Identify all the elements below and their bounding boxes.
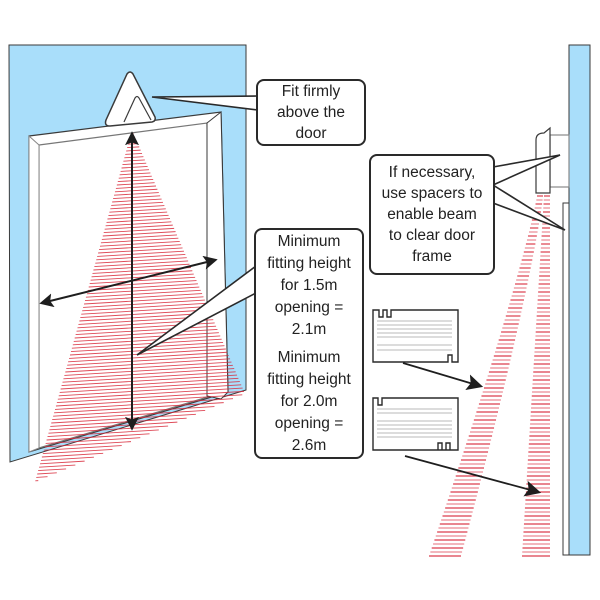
callout-fitting-height: Minimum fitting height for 1.5m opening …: [254, 228, 364, 459]
beam-line: [38, 468, 67, 472]
beam-line: [36, 476, 48, 478]
callout-text: Fit firmly: [281, 83, 341, 100]
callout-text: 2.6m: [291, 436, 327, 454]
beam-line: [69, 348, 226, 359]
door-frame-inner: [38, 122, 212, 449]
beam-line: [74, 328, 218, 339]
beam-line: [56, 390, 245, 404]
beam-line: [79, 312, 211, 322]
beam-line: [49, 421, 178, 431]
beam-line: [99, 244, 182, 251]
callout-text: door: [295, 125, 327, 142]
right-wall: [568, 44, 591, 556]
plate-outline: [372, 397, 459, 451]
callout-text: for 1.5m: [280, 276, 338, 294]
beam-line: [39, 464, 76, 468]
callout-text: frame: [412, 248, 452, 265]
beam-line: [42, 448, 113, 455]
callout-text: Minimum: [277, 348, 341, 366]
beam-line: [48, 425, 169, 434]
arrow-to-beam-1: [402, 362, 484, 391]
callout-text: to clear door: [388, 227, 476, 244]
beam-line: [73, 332, 219, 342]
beam-line: [66, 358, 231, 370]
beam-line: [54, 398, 234, 410]
callout-text: fitting height: [267, 254, 351, 272]
callout-text: If necessary,: [388, 164, 476, 181]
beam-line: [46, 433, 150, 441]
plate-outline: [372, 309, 459, 363]
callout-fit-firmly: Fit firmly above the door: [256, 79, 366, 146]
beam-line: [41, 452, 104, 458]
beam-line: [101, 234, 177, 240]
beam-line: [61, 374, 238, 387]
spacer-plate-icon: [372, 397, 459, 451]
beam-line: [72, 335, 221, 346]
callout-text: above the: [276, 104, 346, 121]
arrow-to-beam-2: [404, 455, 542, 497]
beam-line: [47, 429, 159, 438]
beam-line: [55, 394, 243, 407]
beam-line: [99, 240, 180, 247]
beam-line: [58, 384, 242, 397]
beam-line: [65, 361, 232, 373]
double-arrow-horizontal-icon: [39, 255, 218, 308]
beam-line: [62, 371, 236, 383]
detector-sensor-icon: [104, 71, 156, 127]
callout-text: opening =: [274, 414, 344, 432]
callout-text: enable beam: [387, 206, 477, 223]
beam-line: [60, 377, 239, 390]
beam-line: [40, 456, 94, 461]
beam-line: [37, 472, 57, 475]
beam-line: [68, 351, 228, 363]
beam-line: [98, 247, 183, 254]
callout-spacers: If necessary, use spacers to enable beam…: [369, 154, 495, 275]
beam-line: [71, 338, 222, 349]
beam-line: [63, 368, 235, 380]
callout-text: fitting height: [267, 370, 351, 388]
beam-line: [100, 237, 179, 244]
beam-line: [80, 309, 210, 319]
beam-line: [75, 325, 217, 336]
callout-text: for 2.0m: [280, 392, 338, 410]
beam-line: [44, 441, 132, 448]
beam-line: [64, 364, 233, 376]
beam-line: [43, 445, 122, 451]
beam-line: [50, 417, 187, 427]
beam-line: [102, 231, 176, 237]
right-door-frame: [562, 202, 570, 556]
beam-line: [39, 460, 85, 465]
beam-line: [57, 387, 243, 400]
callout-text: use spacers to: [381, 185, 483, 202]
beam-line: [67, 355, 229, 366]
callout-text: Minimum: [277, 232, 341, 250]
beam-line: [45, 437, 141, 444]
beam-line: [59, 381, 240, 393]
beam-line: [51, 413, 196, 424]
beam-line: [81, 306, 208, 315]
door-jamb-left: [28, 134, 40, 453]
beam-line: [97, 250, 184, 257]
callout-pointer-height: [136, 265, 257, 356]
callout-text: opening =: [274, 298, 344, 316]
spacer-plate-icon: [372, 309, 459, 363]
callout-text: 2.1m: [291, 320, 327, 338]
callout-pointer-fit: [151, 95, 259, 111]
